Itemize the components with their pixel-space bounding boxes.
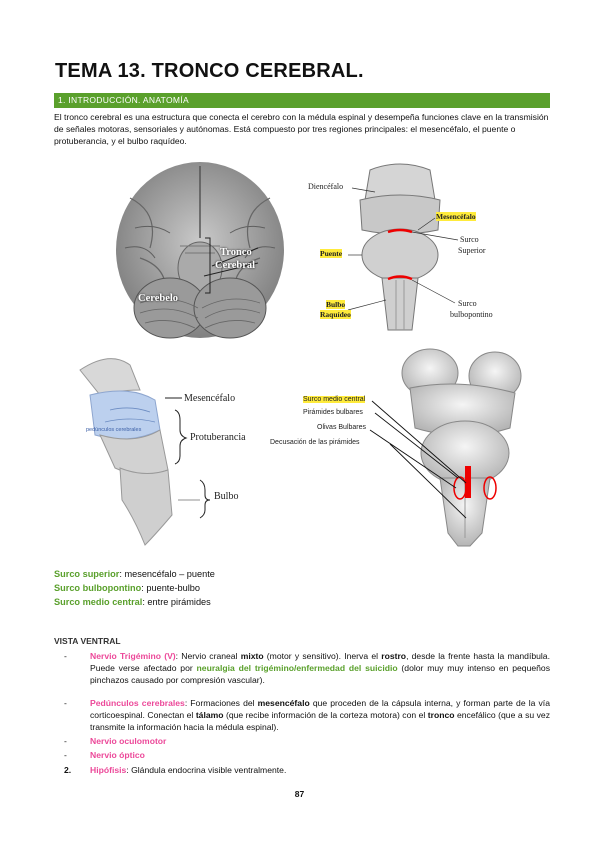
text-run: (motor y sensitivo). Inerva el (263, 651, 382, 661)
surco-line-2: Surco bulbopontino: puente-bulbo (54, 582, 200, 595)
list-text: Nervio Trigémino (V): Nervio craneal mix… (90, 650, 550, 686)
text-run: : Formaciones del (184, 698, 258, 708)
list-marker: 2. (64, 765, 72, 775)
surco-term: Surco superior (54, 569, 120, 579)
list-item-pedunculos: - Pedúnculos cerebrales: Formaciones del… (64, 697, 550, 733)
term-pedunculos: Pedúnculos cerebrales (90, 698, 185, 708)
surco-line-3: Surco medio central: entre pirámides (54, 596, 211, 609)
brainstem-ventral-illustration (347, 163, 459, 331)
text-run: que proceden de la cápsula interna, y fo… (90, 698, 550, 720)
brainstem-pyramids-figure: Surco medio central Pirámides bulbares O… (270, 348, 530, 548)
vista-ventral-heading: VISTA VENTRAL (54, 636, 121, 646)
label-surco-bulbopontino-2: bulbopontino (450, 310, 493, 319)
bold-run: tálamo (195, 710, 224, 720)
list-item-oculomotor: - Nervio oculomotor (64, 735, 550, 747)
brainstem-lateral-figure: Mesencéfalo Protuberancia Bulbo pedúncul… (60, 350, 270, 550)
list-item-optico: - Nervio óptico (64, 749, 550, 761)
label-cerebral: Cerebral (215, 260, 256, 271)
text-run: (que recibe información de la corteza mo… (223, 710, 428, 720)
label-piramides-bulbares: Pirámides bulbares (303, 409, 363, 416)
list-text: Pedúnculos cerebrales: Formaciones del m… (90, 697, 550, 733)
page-title: TEMA 13. TRONCO CEREBRAL. (55, 60, 364, 82)
label-tronco: Tronco (220, 247, 252, 258)
label-protuberancia: Protuberancia (190, 432, 246, 443)
bold-run: rostro (381, 651, 407, 661)
brainstem-lateral-illustration (79, 358, 211, 546)
page-number: 87 (294, 789, 305, 799)
text-run: : Glándula endocrina visible ventralment… (126, 765, 287, 775)
label-surco-bulbopontino-1: Surco (458, 299, 477, 308)
term-optico: Nervio óptico (90, 750, 145, 760)
list-marker: - (64, 651, 67, 661)
bold-run: mixto (240, 651, 264, 661)
brainstem-pyramids-illustration (369, 348, 522, 547)
list-item-trigemino: - Nervio Trigémino (V): Nervio craneal m… (64, 650, 550, 698)
label-olivas-bulbares: Olivas Bulbares (317, 424, 367, 431)
text-run: (dolor muy muy intenso en pequeños pinch… (90, 663, 551, 685)
surco-term: Surco medio central (54, 597, 143, 607)
term-neuralgia: neuralgia del trigémino/enfermedad del s… (196, 663, 398, 673)
list-marker: - (64, 750, 67, 760)
term-hipofisis: Hipófisis (90, 765, 127, 775)
brain-inferior-illustration (116, 162, 284, 339)
brainstem-ventral-figure: Diencéfalo Mesencéfalo Surco Superior Pu… (300, 160, 500, 345)
label-surco-superior-2: Superior (458, 246, 486, 255)
list-marker: - (64, 736, 67, 746)
brain-inferior-figure: Tronco Cerebral Cerebelo (110, 158, 290, 348)
text-run: , desde la frente hasta la mandíbula. Pu… (90, 651, 550, 673)
label-puente: Puente (320, 249, 343, 258)
intro-paragraph: El tronco cerebral es una estructura que… (54, 112, 549, 146)
list-item-hipofisis: 2. Hipófisis: Glándula endocrina visible… (64, 764, 550, 776)
list-text: Nervio oculomotor (90, 735, 550, 747)
bold-run: tronco (427, 710, 455, 720)
text-run: encefálico (que a su vez transmite la in… (90, 710, 550, 732)
label-bulbo-1: Bulbo (326, 300, 346, 309)
label-surco-medio-central: Surco medio central (303, 396, 366, 403)
label-mesencefalo-lateral: Mesencéfalo (184, 393, 236, 404)
section-heading: 1. INTRODUCCIÓN. ANATOMÍA (54, 93, 550, 108)
surco-desc: : puente-bulbo (141, 583, 201, 593)
surco-desc: : entre pirámides (142, 597, 211, 607)
label-surco-superior-1: Surco (460, 235, 479, 244)
text-run: : Nervio craneal (175, 651, 241, 661)
label-mesencefalo: Mesencéfalo (436, 212, 476, 221)
bold-run: mesencéfalo (257, 698, 310, 708)
surco-term: Surco bulbopontino (54, 583, 142, 593)
term-oculomotor: Nervio oculomotor (90, 736, 167, 746)
label-bulbo-lateral: Bulbo (214, 491, 239, 502)
label-bulbo-2: Raquídeo (320, 310, 351, 319)
list-marker: - (64, 698, 67, 708)
label-cerebelo: Cerebelo (138, 293, 179, 304)
list-text: Hipófisis: Glándula endocrina visible ve… (90, 764, 550, 776)
label-pedunculos: pedúnculos cerebrales (86, 427, 142, 433)
label-decusacion: Decusación de las pirámides (270, 439, 360, 446)
surco-desc: : mesencéfalo – puente (119, 569, 215, 579)
term-trigemino: Nervio Trigémino (V) (90, 651, 176, 661)
surco-line-1: Surco superior: mesencéfalo – puente (54, 568, 215, 581)
label-diencefalo: Diencéfalo (308, 182, 344, 191)
list-text: Nervio óptico (90, 749, 550, 761)
